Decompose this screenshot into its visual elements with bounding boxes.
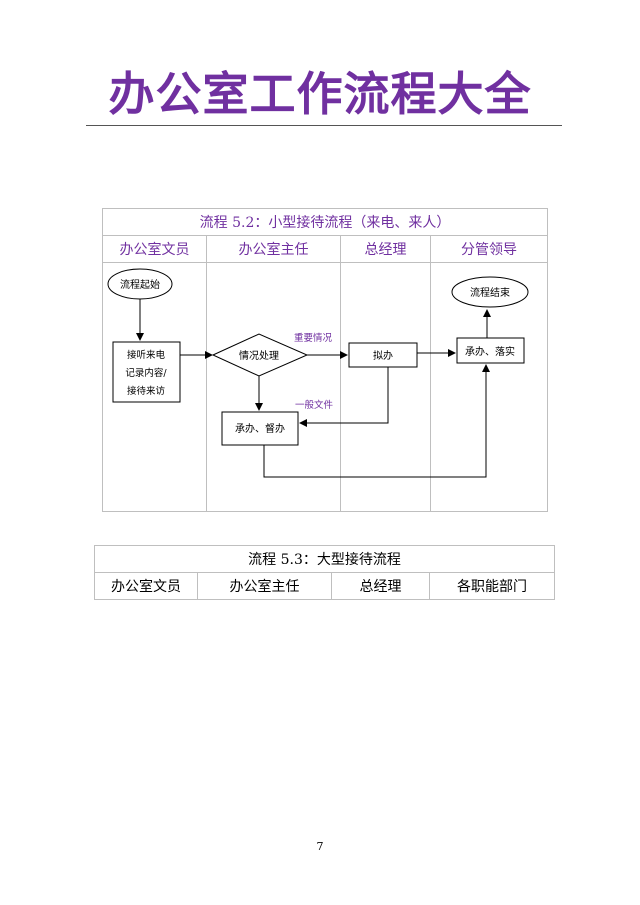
flow-5-3-table: 流程 5.3：大型接待流程 办公室文员 办公室主任 总经理 各职能部门 [93,545,556,600]
flow-5-3-caption: 流程 5.3：大型接待流程 [93,545,556,573]
lane-header-clerk: 办公室文员 [102,235,207,263]
page-number: 7 [316,840,324,853]
lane-supervising-leader [429,262,549,512]
lane-header-general-manager: 总经理 [331,572,430,600]
lane-header-clerk: 办公室文员 [94,572,198,600]
title-divider [86,125,562,126]
lane-clerk [102,262,207,512]
lane-header-office-director: 办公室主任 [206,235,341,263]
flow-5-2-caption: 流程 5.2：小型接待流程（来电、来人） [101,208,549,236]
lane-office-director [206,262,341,512]
document-title: 办公室工作流程大全 [108,67,532,121]
lane-header-office-director: 办公室主任 [197,572,332,600]
lane-header-general-manager: 总经理 [340,235,431,263]
lane-general-manager [340,262,431,512]
flow-5-2-table: 流程 5.2：小型接待流程（来电、来人） 办公室文员 办公室主任 总经理 分管领… [101,208,549,512]
lane-header-supervising-leader: 分管领导 [429,235,549,263]
lane-header-functional-departments: 各职能部门 [428,572,556,600]
